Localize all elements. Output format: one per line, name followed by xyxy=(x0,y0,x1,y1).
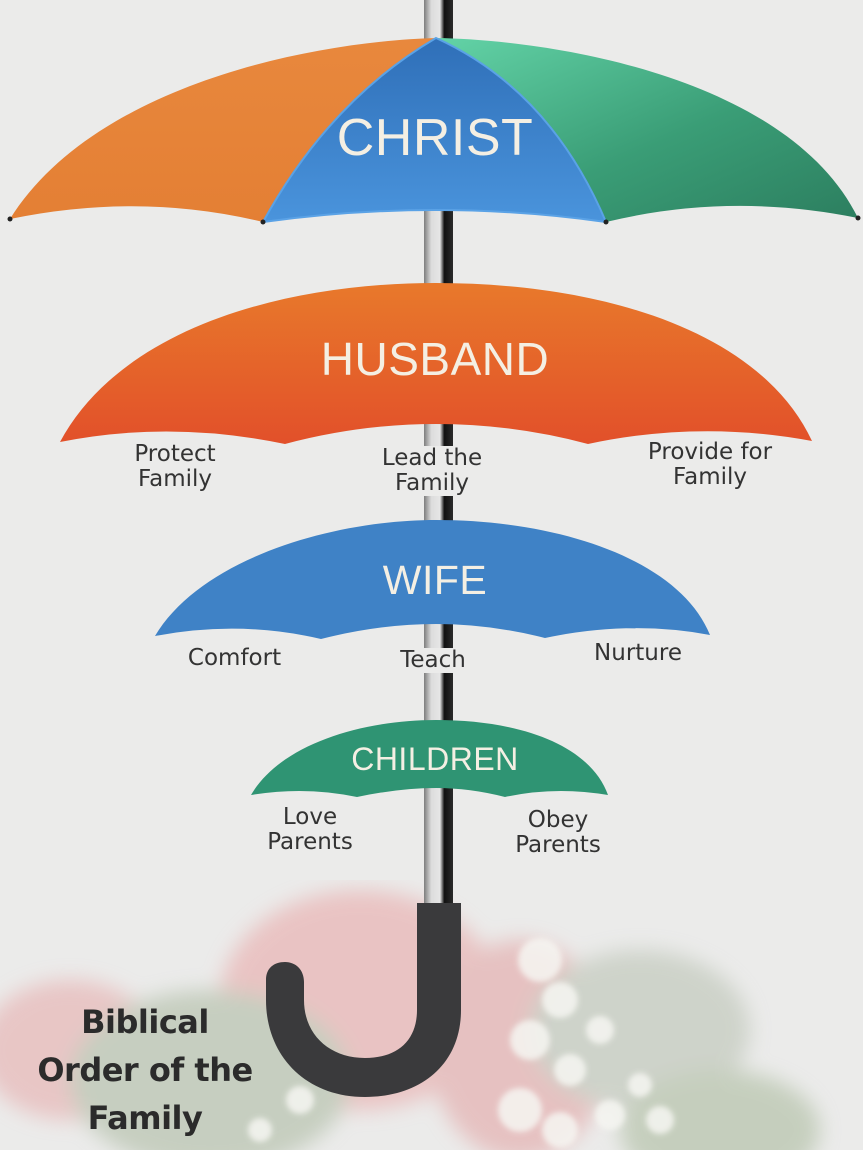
christ-umbrella xyxy=(7,36,861,225)
duty-nurture: Nurture xyxy=(576,641,700,666)
level-wife-title: WIFE xyxy=(382,557,488,603)
level-husband-title: HUSBAND xyxy=(320,333,550,385)
diagram-title: Biblical Order of the Family xyxy=(37,1003,253,1137)
level-children-title: CHILDREN xyxy=(351,741,519,777)
duty-teach: Teach xyxy=(385,648,481,673)
husband-umbrella xyxy=(60,283,812,444)
level-christ-title: CHRIST xyxy=(336,109,534,167)
wife-umbrella xyxy=(155,520,710,639)
umbrella-handle xyxy=(266,903,461,1097)
duty-comfort: Comfort xyxy=(170,646,299,671)
children-umbrella xyxy=(251,720,608,797)
